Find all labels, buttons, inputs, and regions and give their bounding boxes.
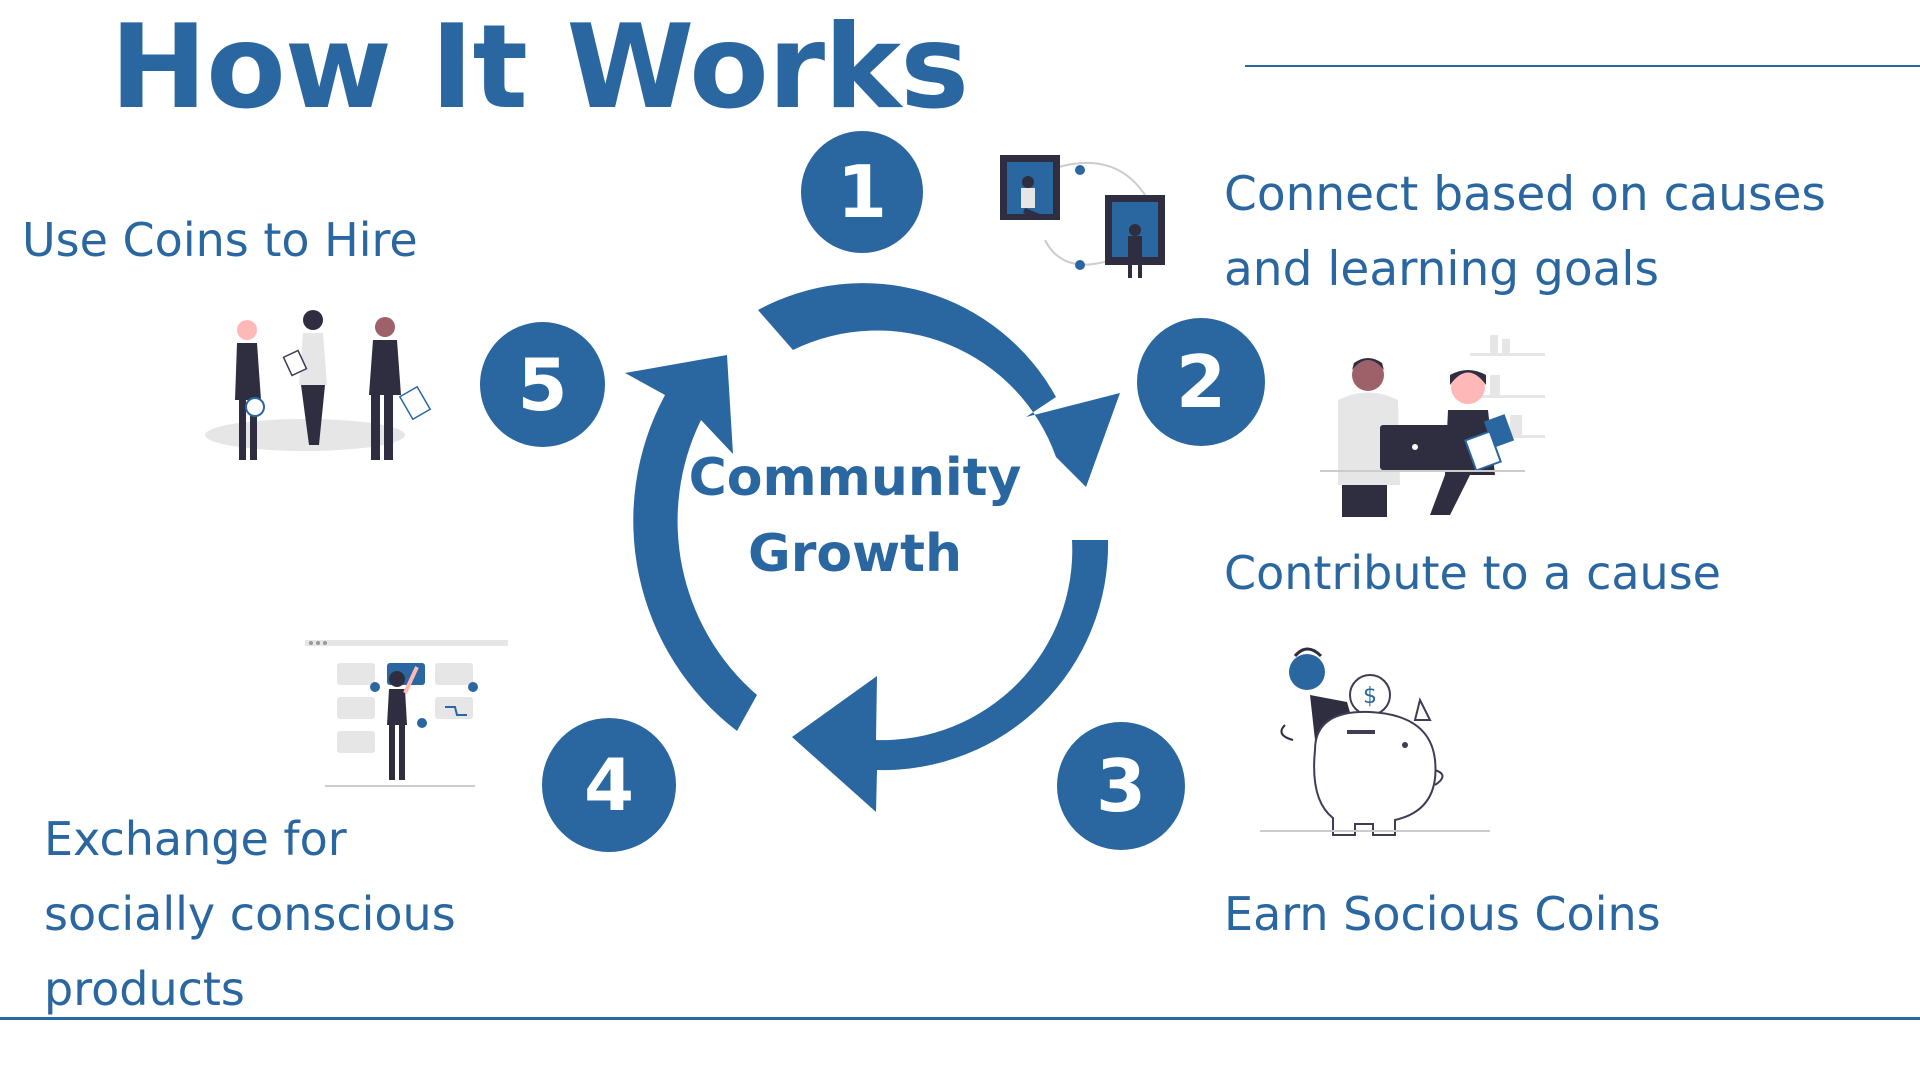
page-title: How It Works: [110, 0, 969, 135]
bottom-divider: [0, 1017, 1920, 1020]
center-label-line-1: Community: [688, 448, 1022, 508]
step-2-text: Contribute to a cause: [1224, 546, 1721, 600]
cycle-arrow-2: [792, 540, 1109, 812]
step-1-badge: 1: [801, 131, 923, 253]
hire-illustration: [205, 310, 432, 460]
step-3-text: Earn Socious Coins: [1224, 887, 1661, 941]
contribute-illustration: [1320, 335, 1545, 517]
step-4-line-2: socially conscious: [44, 887, 456, 941]
step-1-text: Connect based on causes and learning goa…: [1224, 157, 1826, 307]
step-1-line-1: Connect based on causes: [1224, 167, 1826, 222]
step-4-line-3: products: [44, 962, 245, 1016]
center-label: Community Growth: [655, 440, 1055, 592]
step-1-line-2: and learning goals: [1224, 242, 1659, 297]
svg-text:$: $: [1363, 684, 1377, 709]
top-divider: [1245, 65, 1920, 67]
step-5-badge: 5: [480, 322, 605, 447]
step-4-text: Exchange for socially conscious products: [44, 802, 644, 1027]
step-2-badge: 2: [1137, 318, 1265, 446]
cycle-arrow-1: [758, 283, 1120, 487]
exchange-illustration: [305, 640, 508, 787]
step-3-badge: 3: [1057, 722, 1185, 850]
connect-illustration: [1000, 155, 1165, 278]
step-4-badge: 4: [542, 718, 676, 852]
step-5-text: Use Coins to Hire: [22, 213, 418, 267]
center-label-line-2: Growth: [748, 524, 962, 584]
cycle-arrow-3: [625, 355, 757, 731]
step-4-line-1: Exchange for: [44, 812, 347, 866]
earn-coins-illustration: $: [1260, 647, 1490, 836]
